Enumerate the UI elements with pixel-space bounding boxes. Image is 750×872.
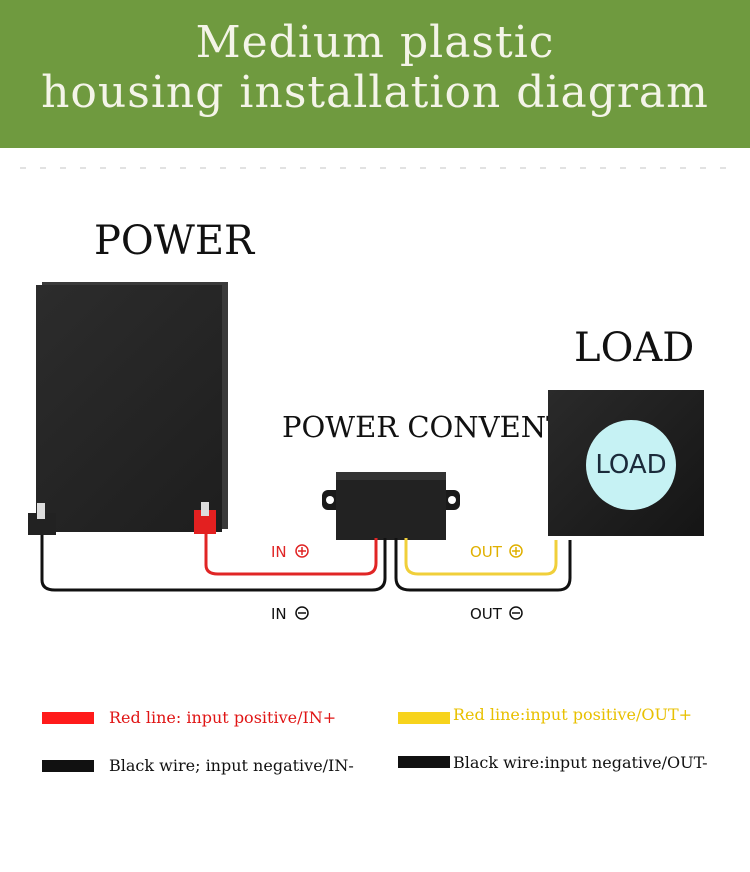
legend-out-negative: Black wire:input negative/OUT-	[453, 753, 708, 772]
in-positive-label: IN	[271, 543, 287, 561]
out-plus-icon	[509, 544, 523, 558]
out-minus-icon	[509, 606, 523, 620]
in-minus-icon	[295, 606, 309, 620]
battery-box	[36, 285, 222, 532]
legend-swatch-red	[42, 712, 94, 724]
load-circle: LOAD	[586, 420, 676, 510]
title-line-2: housing installation diagram	[41, 67, 709, 118]
legend-swatch-black-in	[42, 760, 94, 772]
legend-swatch-black-out	[398, 756, 450, 768]
header-banner: Medium plastic housing installation diag…	[0, 0, 750, 148]
legend-in-positive: Red line: input positive/IN+	[109, 708, 337, 727]
wire-in-positive	[204, 534, 378, 576]
legend-out-positive: Red line:input positive/OUT+	[453, 705, 693, 724]
wire-in-negative	[40, 535, 387, 592]
out-positive-label: OUT	[470, 543, 502, 561]
legend-swatch-yellow	[398, 712, 450, 724]
battery-positive-terminal	[194, 502, 216, 534]
power-label: POWER	[94, 218, 255, 264]
out-negative-label: OUT	[470, 605, 502, 623]
wire-out-positive	[404, 538, 558, 576]
title-line-1: Medium plastic	[195, 17, 555, 68]
load-box: LOAD	[548, 390, 704, 536]
in-negative-label: IN	[271, 605, 287, 623]
in-plus-icon	[295, 544, 309, 558]
battery-negative-terminal	[28, 503, 56, 535]
power-converter-box	[322, 472, 460, 540]
load-label: LOAD	[574, 325, 695, 371]
page-title: Medium plastic housing installation diag…	[0, 18, 750, 118]
legend-in-negative: Black wire; input negative/IN-	[109, 756, 354, 775]
wire-out-negative	[394, 538, 572, 592]
